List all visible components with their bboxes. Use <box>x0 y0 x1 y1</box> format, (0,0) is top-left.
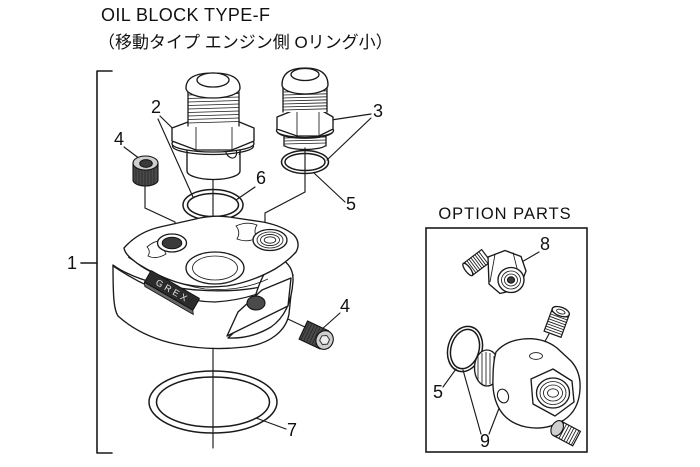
plug-side <box>298 320 334 350</box>
oil-block-body: GREX <box>112 215 299 350</box>
part-label-7: 7 <box>287 420 297 440</box>
part-label-5-main: 5 <box>346 194 356 214</box>
adapter-option <box>462 248 527 295</box>
diagram-title: OIL BLOCK TYPE-F <box>101 5 271 25</box>
part-label-4-side: 4 <box>340 296 350 316</box>
part-label-9: 9 <box>480 431 490 451</box>
option-parts-title: OPTION PARTS <box>438 205 571 223</box>
part-label-5-option: 5 <box>433 382 443 402</box>
option-parts-box: OPTION PARTS <box>425 205 588 453</box>
part-label-8: 8 <box>540 234 550 254</box>
relocation-body <box>473 305 582 447</box>
part-label-3: 3 <box>373 101 383 121</box>
oring-base <box>148 370 278 434</box>
diagram-subtitle: （移動タイプ エンジン側 Oリング小） <box>98 33 393 52</box>
part-label-2: 2 <box>151 97 161 117</box>
part-label-1: 1 <box>67 253 77 273</box>
assembly-bracket: 1 <box>67 70 113 454</box>
plug-top <box>132 155 159 187</box>
oring-small-main <box>280 149 330 175</box>
part-label-6: 6 <box>256 168 266 188</box>
fitting-small <box>275 67 335 151</box>
fitting-large <box>171 72 255 181</box>
part-label-4-top: 4 <box>114 129 124 149</box>
